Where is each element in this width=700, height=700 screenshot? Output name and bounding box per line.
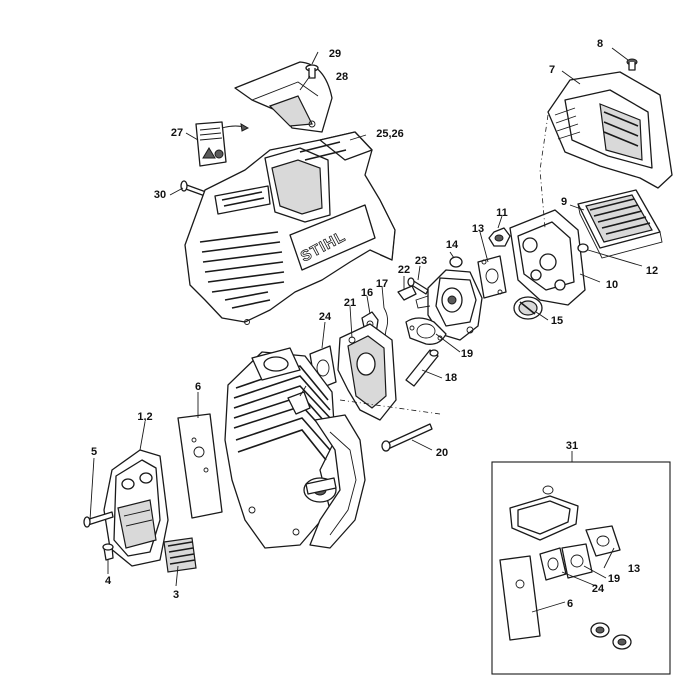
leader-lines bbox=[89, 47, 643, 613]
callout-6: 6 bbox=[195, 381, 201, 393]
warning-decal-part bbox=[195, 121, 227, 167]
assembly-dashline-a bbox=[339, 399, 441, 415]
intake-flange-part bbox=[337, 323, 397, 421]
callout-4: 4 bbox=[105, 575, 112, 587]
callout-27: 27 bbox=[171, 127, 183, 139]
callout-14: 14 bbox=[446, 239, 459, 251]
kit-callout-19: 19 bbox=[608, 573, 620, 585]
filter-cover-part bbox=[547, 71, 673, 189]
filter-base-part bbox=[509, 209, 586, 306]
kit-contents bbox=[499, 485, 632, 650]
screw-8-part bbox=[626, 58, 638, 71]
screw-29-part bbox=[305, 64, 319, 79]
engine-cylinder-part bbox=[224, 347, 337, 549]
screw-5-part bbox=[83, 511, 114, 528]
decal-arrowhead bbox=[240, 123, 250, 132]
callout-13: 13 bbox=[472, 223, 484, 235]
callout-labels: 29 28 27 30 25,26 8 7 9 11 13 14 12 10 2… bbox=[91, 38, 658, 610]
callout-29: 29 bbox=[329, 48, 341, 60]
muffler-part bbox=[103, 449, 169, 567]
gasket-13-part bbox=[477, 255, 507, 299]
air-filter-part bbox=[577, 189, 663, 259]
grommet-12-part bbox=[577, 243, 589, 253]
callout-30: 30 bbox=[154, 189, 166, 201]
callout-11: 11 bbox=[496, 207, 508, 219]
callout-1-2: 1,2 bbox=[137, 411, 152, 423]
callout-5: 5 bbox=[91, 446, 97, 458]
fan-housing-part bbox=[309, 414, 366, 549]
heat-shield-part bbox=[177, 413, 223, 519]
shroud-part: STIHL bbox=[184, 131, 396, 325]
nut-11-part bbox=[488, 227, 511, 247]
callout-31: 31 bbox=[566, 440, 578, 452]
callout-28: 28 bbox=[336, 71, 348, 83]
callout-21: 21 bbox=[344, 297, 356, 309]
callout-19: 19 bbox=[461, 348, 473, 360]
callout-24: 24 bbox=[319, 311, 332, 323]
screw-30-part bbox=[180, 180, 207, 197]
callout-10: 10 bbox=[606, 279, 618, 291]
screw-23-part bbox=[407, 277, 429, 295]
kit-callout-24: 24 bbox=[592, 583, 605, 595]
gasket-19-part bbox=[405, 317, 447, 345]
bracket-22-part bbox=[397, 285, 417, 301]
callout-25-26: 25,26 bbox=[376, 128, 404, 140]
pin-18-part bbox=[405, 349, 439, 387]
callout-20: 20 bbox=[436, 447, 448, 459]
kit-callout-6: 6 bbox=[567, 598, 573, 610]
callout-12: 12 bbox=[646, 265, 658, 277]
long-screw-20-part bbox=[381, 423, 433, 452]
screw-4-part bbox=[102, 543, 114, 561]
screen-3-part bbox=[163, 537, 197, 573]
kit-box bbox=[491, 461, 671, 675]
callout-16: 16 bbox=[361, 287, 373, 299]
callout-9: 9 bbox=[561, 196, 567, 208]
callout-3: 3 bbox=[173, 589, 179, 601]
callout-8: 8 bbox=[597, 38, 603, 50]
plug-15-part bbox=[513, 296, 543, 320]
callout-22: 22 bbox=[398, 264, 410, 276]
callout-15: 15 bbox=[551, 315, 563, 327]
callout-17: 17 bbox=[376, 278, 388, 290]
kit-callout-13: 13 bbox=[628, 563, 640, 575]
callout-18: 18 bbox=[445, 372, 457, 384]
callout-7: 7 bbox=[549, 64, 555, 76]
carburetor-part bbox=[415, 256, 483, 341]
assembly-dashline-b bbox=[539, 114, 549, 229]
callout-23: 23 bbox=[415, 255, 427, 267]
top-cover-part bbox=[234, 61, 333, 133]
